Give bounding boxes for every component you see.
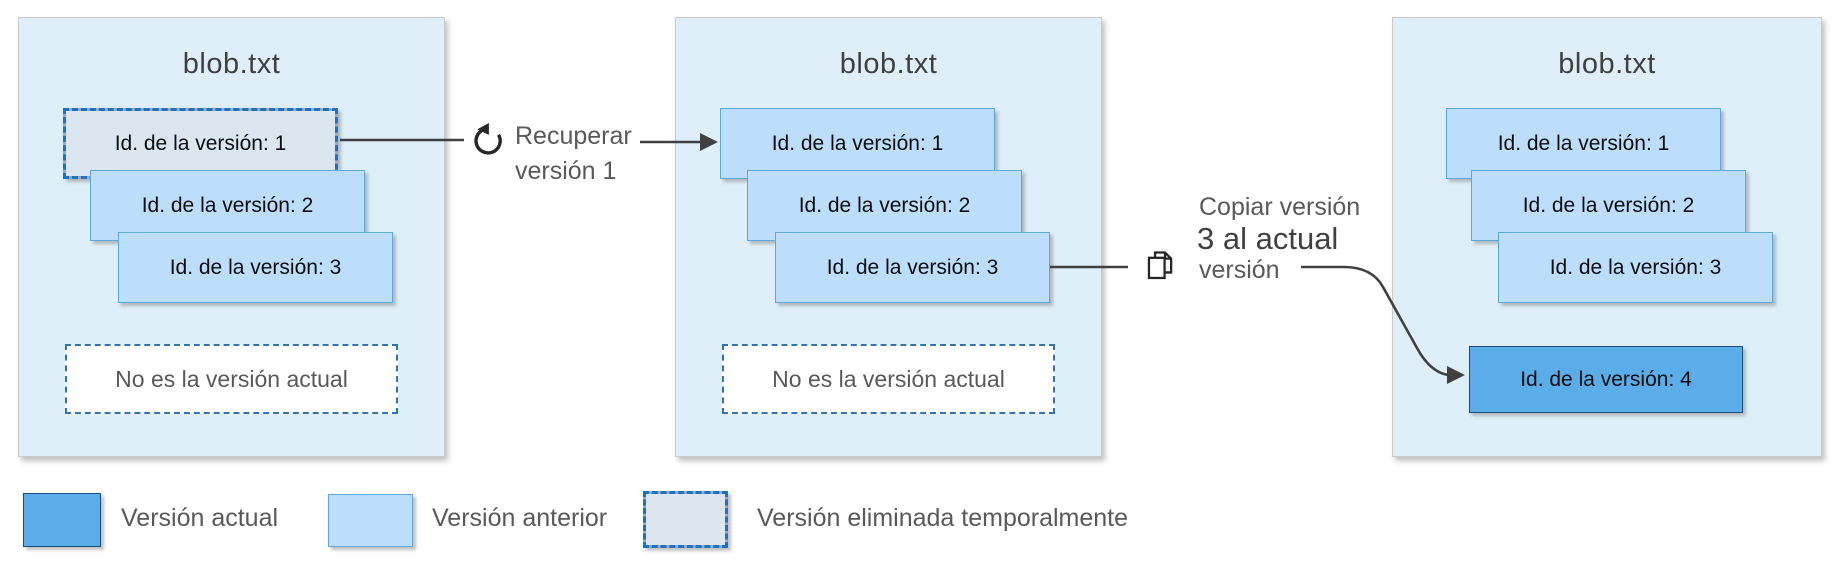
version-label: Id. de la versión: 3 (169, 255, 342, 279)
version-box-3: Id. de la versión: 3 (118, 232, 393, 303)
version-label: Id. de la versión: 2 (1522, 193, 1695, 217)
restore-annotation-line2: versión 1 (515, 157, 617, 185)
no-current-version-box: No es la versión actual (722, 344, 1055, 414)
legend-label-deleted: Versión eliminada temporalmente (757, 504, 1129, 532)
version-label: Id. de la versión: 2 (798, 193, 971, 217)
version-box-4-current: Id. de la versión: 4 (1469, 346, 1743, 413)
version-box-2: Id. de la versión: 2 (747, 170, 1022, 241)
copy-annotation-line3: versión (1199, 256, 1280, 284)
no-current-version-box: No es la versión actual (65, 344, 398, 414)
panel-title: blob.txt (1558, 48, 1656, 80)
panel-title: blob.txt (182, 48, 281, 80)
undo-icon (474, 122, 502, 155)
blob-panel-2: blob.txt Id. de la versión: 1 Id. de la … (675, 17, 1102, 457)
placeholder-label: No es la versión actual (115, 365, 348, 392)
version-label: Id. de la versión: 1 (1497, 131, 1670, 155)
version-box-1: Id. de la versión: 1 (1446, 108, 1721, 179)
version-box-2: Id. de la versión: 2 (90, 170, 365, 241)
legend-label-current: Versión actual (121, 504, 279, 532)
copy-annotation-line1: Copiar versión (1199, 193, 1361, 221)
version-label: Id. de la versión: 1 (114, 131, 287, 155)
blob-panel-3: blob.txt Id. de la versión: 1 Id. de la … (1392, 17, 1822, 457)
version-box-deleted-1: Id. de la versión: 1 (63, 108, 338, 179)
legend-label-previous: Versión anterior (432, 504, 608, 532)
restore-annotation-line1: Recuperar (515, 122, 632, 150)
legend-swatch-previous (328, 494, 413, 547)
version-label: Id. de la versión: 3 (826, 255, 999, 279)
version-box-2: Id. de la versión: 2 (1471, 170, 1746, 241)
placeholder-label: No es la versión actual (772, 365, 1005, 392)
version-label: Id. de la versión: 1 (771, 131, 944, 155)
version-label: Id. de la versión: 4 (1520, 367, 1692, 391)
copy-icon (1147, 251, 1173, 280)
copy-annotation-line2: 3 al actual (1197, 221, 1339, 256)
version-box-3: Id. de la versión: 3 (1498, 232, 1773, 303)
panel-title: blob.txt (839, 48, 938, 80)
version-label: Id. de la versión: 3 (1549, 255, 1722, 279)
legend-swatch-deleted (643, 491, 728, 548)
version-box-3: Id. de la versión: 3 (775, 232, 1050, 303)
version-box-1: Id. de la versión: 1 (720, 108, 995, 179)
legend-swatch-current (23, 493, 101, 547)
version-label: Id. de la versión: 2 (141, 193, 314, 217)
blob-panel-1: blob.txt Id. de la versión: 1 Id. de la … (18, 17, 445, 457)
